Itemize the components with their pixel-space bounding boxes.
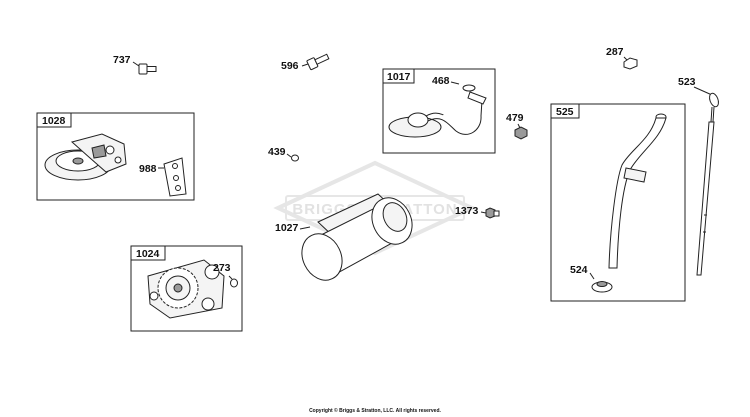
group-1024[interactable]: 1024 273 (130, 245, 243, 332)
part-1027[interactable]: 1027 (275, 191, 420, 287)
fitting-479-icon (514, 126, 528, 140)
group-label-1017: 1017 (387, 71, 411, 83)
grommet-524-icon (591, 281, 613, 293)
group-label-525: 525 (556, 106, 574, 118)
part-468[interactable]: 468 (432, 75, 460, 87)
oring-273-icon (230, 278, 238, 288)
oil-filter-icon (301, 193, 413, 281)
part-287[interactable]: 287 (606, 46, 638, 70)
bolt-596-icon (306, 53, 330, 71)
bolt-287-icon (623, 57, 638, 70)
label-1373: 1373 (455, 205, 479, 217)
part-1373[interactable]: 1373 (455, 205, 500, 219)
copyright-notice: Copyright © Briggs & Stratton, LLC. All … (309, 407, 441, 414)
group-label-1028: 1028 (42, 115, 66, 127)
oil-filter-adapter-icon (44, 133, 127, 181)
label-479: 479 (506, 112, 524, 124)
bolt-737-icon (138, 63, 157, 75)
part-439[interactable]: 439 (268, 146, 299, 162)
part-523[interactable]: 523 (678, 76, 720, 276)
label-524: 524 (570, 264, 588, 276)
label-596: 596 (281, 60, 299, 72)
part-479[interactable]: 479 (506, 112, 528, 140)
label-1027: 1027 (275, 222, 299, 234)
label-273: 273 (213, 262, 231, 274)
plug-1373-icon (485, 207, 500, 219)
dipstick-523-icon (696, 92, 719, 276)
label-737: 737 (113, 54, 131, 66)
group-1028[interactable]: 1028 988 (36, 112, 195, 201)
part-988[interactable]: 988 (139, 157, 187, 197)
part-596[interactable]: 596 (281, 52, 330, 72)
label-988: 988 (139, 163, 157, 175)
oil-pump-icon (147, 259, 225, 319)
label-287: 287 (606, 46, 624, 58)
label-439: 439 (268, 146, 286, 158)
gasket-988-icon (163, 157, 187, 197)
group-525[interactable]: 525 524 (550, 103, 686, 302)
group-label-1024: 1024 (136, 248, 160, 260)
dipstick-tube-icon (608, 113, 667, 269)
oring-439-icon (291, 154, 299, 162)
label-468: 468 (432, 75, 450, 87)
label-523: 523 (678, 76, 696, 88)
group-1017[interactable]: 1017 468 (382, 68, 496, 154)
oil-cooler-assembly-icon (388, 84, 487, 138)
part-273[interactable]: 273 (213, 262, 238, 288)
part-737[interactable]: 737 (113, 54, 157, 75)
part-524[interactable]: 524 (570, 264, 613, 293)
